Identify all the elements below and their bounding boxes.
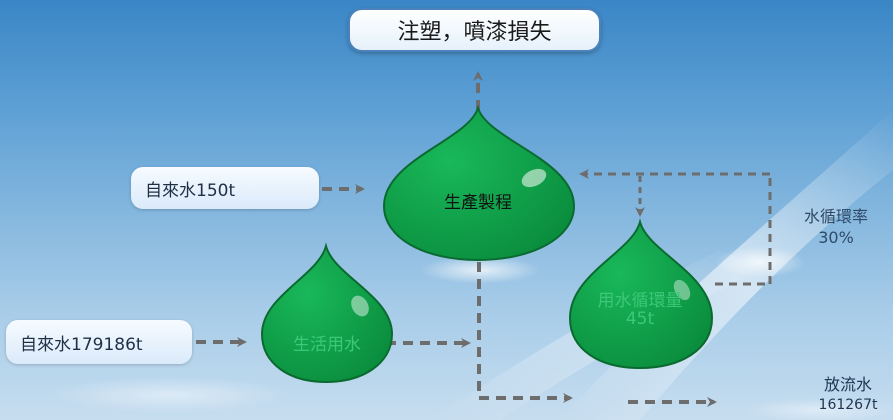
recycle-rate-label: 水循環率 [803, 207, 868, 226]
domestic-label: 生活用水 [293, 335, 361, 355]
production-label: 生產製程 [444, 193, 512, 213]
tap-water-domestic-box: 自來水179186t [6, 320, 192, 364]
discharge-value: 161267t [818, 397, 878, 413]
domestic-drop-icon [260, 242, 394, 384]
recycle-label: 用水循環量 [597, 291, 683, 311]
recycle-value: 45t [625, 309, 655, 329]
recycle-rate-value: 30% [818, 228, 854, 247]
title-text: 注塑，噴漆損失 [397, 20, 552, 45]
production-drop-icon [382, 104, 576, 262]
recycle-drop-icon [568, 218, 714, 370]
tap-water-production-box: 自來水150t [131, 167, 319, 209]
discharge: 放流水 161267t [806, 374, 890, 416]
title-box: 注塑，噴漆損失 [348, 8, 601, 52]
recycle-rate: 水循環率 30% [786, 206, 886, 248]
tap-water-domestic-label: 自來水179186t [20, 334, 143, 355]
discharge-label: 放流水 [823, 375, 872, 394]
tap-water-production-label: 自來水150t [145, 180, 236, 201]
